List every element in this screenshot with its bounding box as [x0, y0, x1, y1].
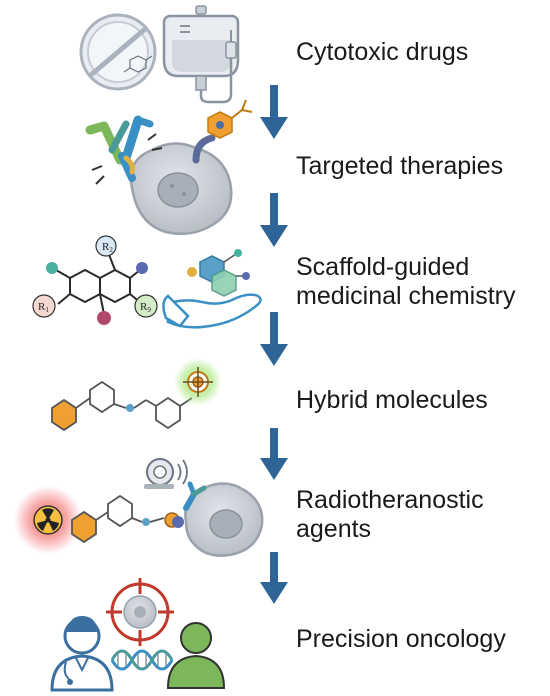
label-radio: Radiotheranostic agents [296, 486, 484, 543]
molecule-icon [123, 55, 153, 73]
scanner-icon [144, 458, 188, 489]
r9-badge: R9 [134, 294, 158, 318]
antibody-icon-2 [172, 481, 207, 528]
target-icon [174, 358, 222, 406]
small-molecule-inhibitor-icon [192, 99, 253, 164]
svg-text:R2: R2 [102, 241, 113, 254]
arrow-2 [260, 193, 288, 247]
doctor-icon [50, 616, 114, 692]
arrow-3 [260, 312, 288, 366]
radiation-icon [33, 505, 63, 535]
antibody-icon [85, 115, 163, 185]
crosshair-target-icon [106, 578, 174, 646]
patient-icon [166, 622, 226, 689]
scaffold-structure-icon [55, 251, 143, 315]
hand-holding-molecule-icon [162, 249, 262, 329]
cancer-cell-icon [129, 142, 233, 235]
r1-badge: R1 [32, 294, 56, 318]
label-scaffold: Scaffold-guided medicinal chemistry [296, 253, 516, 310]
label-hybrid: Hybrid molecules [296, 386, 488, 414]
iv-bag-icon [162, 5, 240, 104]
arrow-4 [260, 428, 288, 480]
r2-badge: R2 [95, 235, 117, 257]
label-precision: Precision oncology [296, 625, 506, 653]
label-cytotoxic: Cytotoxic drugs [296, 38, 469, 66]
svg-text:R9: R9 [140, 301, 151, 314]
radio-molecule [71, 494, 180, 544]
dna-icon [110, 649, 174, 671]
arrow-5 [260, 552, 288, 604]
label-targeted: Targeted therapies [296, 152, 504, 180]
arrow-1 [260, 85, 288, 139]
hybrid-molecule-icon [51, 380, 193, 432]
pill-icon [79, 13, 157, 91]
svg-text:R1: R1 [38, 301, 49, 314]
scaffold-substituents: R2 R1 R9 [32, 235, 158, 325]
